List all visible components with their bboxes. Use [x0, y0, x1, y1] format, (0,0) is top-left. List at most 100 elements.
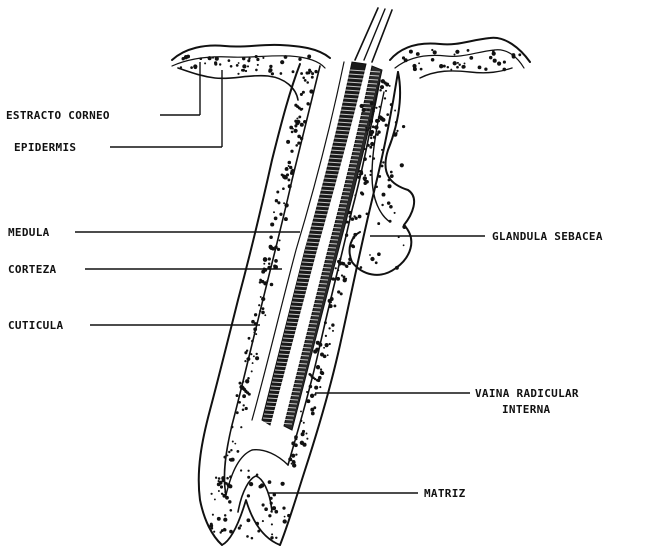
hair-shaft [252, 8, 392, 430]
stipple-dot [260, 483, 264, 487]
stipple-dot [385, 90, 387, 92]
stipple-dot [376, 133, 379, 136]
stipple-dot [382, 161, 384, 163]
stipple-dot [284, 516, 286, 518]
stipple-dot [306, 399, 310, 403]
stipple-dot [230, 449, 232, 451]
stipple-dot [329, 343, 331, 345]
stipple-dot [385, 83, 389, 87]
stipple-dot [245, 379, 249, 383]
stipple-dot [518, 53, 521, 56]
stipple-dot [241, 69, 244, 72]
stipple-dot [242, 64, 246, 68]
stipple-dot [385, 124, 388, 127]
stipple-dot [209, 524, 213, 528]
stipple-dot [279, 239, 281, 241]
stipple-dot [469, 56, 473, 60]
stipple-dot [453, 61, 457, 65]
stipple-dot [290, 171, 293, 174]
stipple-dot [461, 65, 465, 69]
stipple-dot [300, 123, 304, 127]
stipple-dot [294, 462, 296, 464]
stipple-dot [433, 50, 437, 54]
stipple-dot [352, 245, 355, 248]
stipple-dot [314, 393, 316, 395]
stipple-dot [369, 155, 371, 157]
stipple-dot [298, 115, 301, 118]
stipple-dot [375, 261, 378, 264]
stipple-dot [349, 215, 352, 218]
stipple-dot [257, 530, 260, 533]
stipple-dot [303, 120, 307, 124]
stipple-dot [290, 150, 293, 153]
stipple-dot [270, 497, 273, 500]
stipple-dot [262, 503, 265, 506]
stipple-dot [211, 493, 213, 495]
stipple-dot [478, 65, 482, 69]
label-corteza: CORTEZA [8, 263, 57, 276]
stipple-dot [360, 104, 364, 108]
stipple-dot [375, 107, 377, 109]
stipple-dot [194, 66, 197, 69]
stipple-dot [242, 394, 246, 398]
stipple-dot [211, 527, 214, 530]
label-vaina-radicular: VAINA RADICULAR [475, 387, 579, 400]
stipple-dot [309, 89, 313, 93]
stipple-dot [395, 121, 398, 124]
stipple-dot [268, 69, 271, 72]
stipple-dot [242, 57, 245, 60]
stipple-dot [311, 412, 315, 416]
stipple-dot [325, 343, 329, 347]
stipple-dot [467, 49, 470, 52]
stipple-dot [257, 64, 259, 66]
stipple-dot [221, 476, 225, 480]
stipple-dot [379, 89, 382, 92]
stipple-dot [236, 394, 239, 397]
stipple-dot [218, 490, 220, 492]
stipple-dot [294, 120, 297, 123]
stipple-dot [223, 456, 226, 459]
stipple-dot [402, 225, 406, 229]
stipple-dot [381, 149, 383, 151]
stipple-dot [373, 110, 375, 112]
stipple-dot [310, 408, 314, 412]
stipple-dot [295, 453, 297, 455]
stipple-dot [261, 280, 264, 283]
stipple-dot [384, 97, 386, 99]
stipple-dot [381, 118, 385, 122]
stipple-dot [387, 201, 391, 205]
stipple-dot [272, 506, 276, 510]
stipple-dot [378, 120, 381, 123]
stipple-dot [283, 175, 287, 179]
stipple-dot [228, 451, 230, 453]
stipple-dot [288, 161, 292, 165]
stipple-dot [190, 66, 193, 69]
stipple-dot [239, 524, 242, 527]
stipple-dot [249, 482, 253, 486]
stipple-dot [294, 435, 298, 439]
stipple-dot [224, 514, 226, 516]
stipple-dot [215, 57, 219, 61]
stipple-dot [359, 170, 362, 173]
stipple-dot [214, 63, 217, 66]
stipple-dot [273, 211, 275, 213]
stipple-dot [247, 494, 250, 497]
stipple-dot [340, 292, 343, 295]
stipple-dot [400, 163, 404, 167]
stipple-dot [377, 252, 381, 256]
stipple-dot [403, 244, 405, 246]
stipple-dot [457, 62, 459, 64]
stipple-dot [450, 69, 452, 71]
stipple-dot [284, 217, 288, 221]
stipple-dot [328, 327, 330, 329]
diagram-labels: ESTRACTO CORNEO EPIDERMIS MEDULA CORTEZA… [6, 109, 603, 500]
stipple-dot [301, 432, 305, 436]
stipple-dot [420, 68, 423, 71]
stipple-dot [348, 211, 352, 215]
stipple-dot [294, 129, 298, 133]
stipple-dot [263, 257, 267, 261]
stipple-dot [212, 514, 214, 516]
stipple-dot [261, 297, 265, 301]
stipple-dot [291, 454, 295, 458]
stipple-dot [231, 458, 235, 462]
